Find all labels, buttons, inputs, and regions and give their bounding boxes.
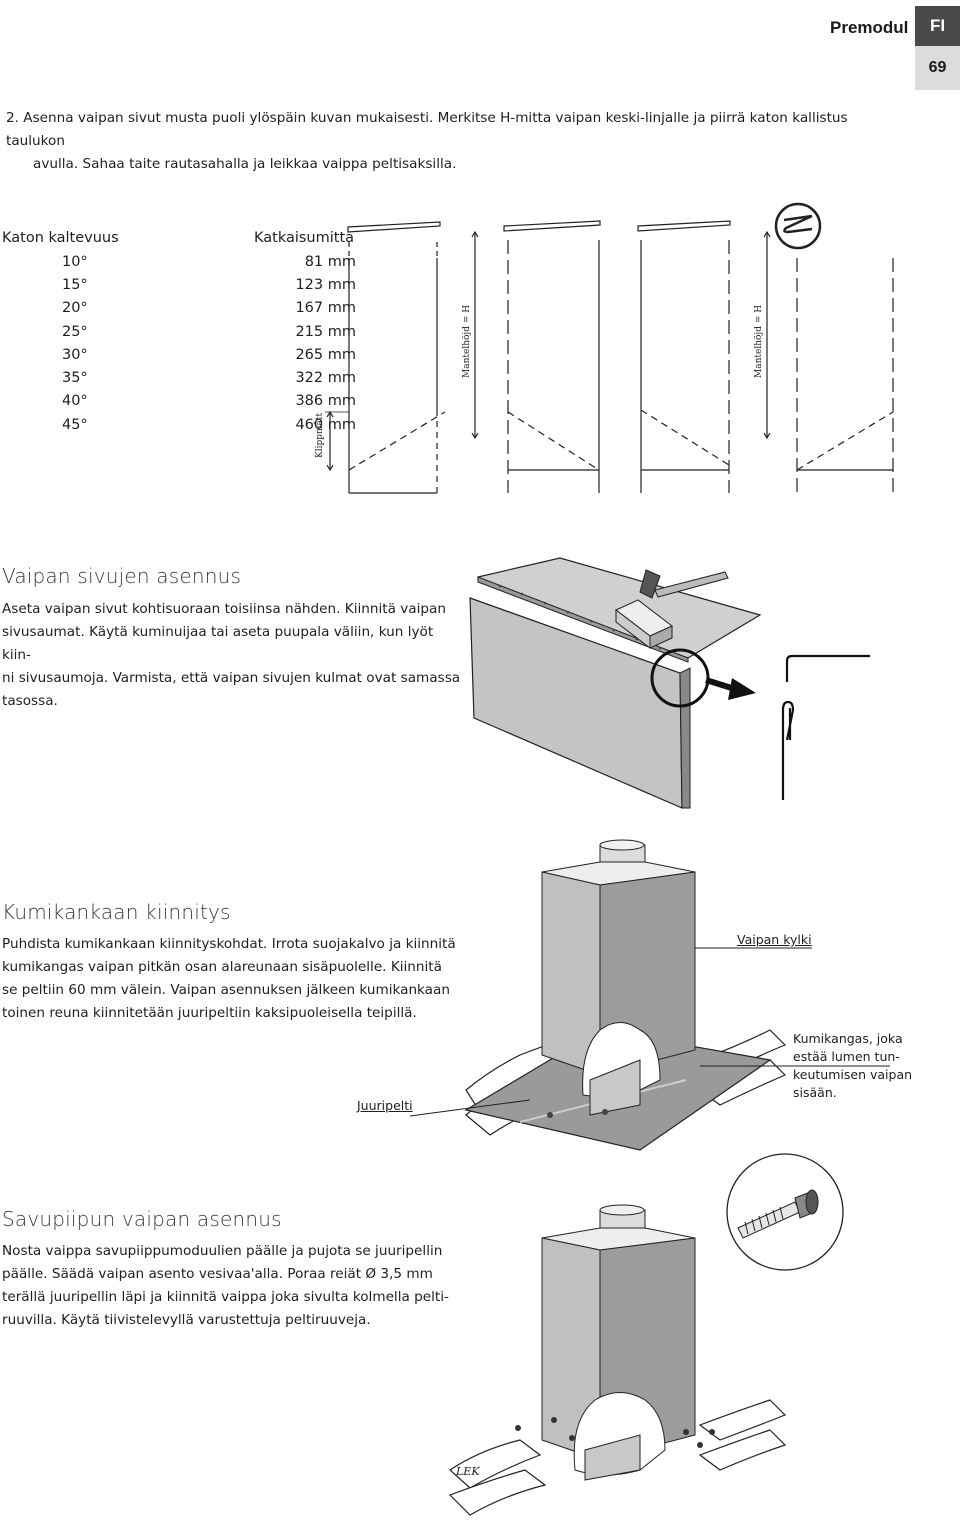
seam-joining-illustration: [469, 557, 870, 809]
section2-line: toinen reuna kiinnitetään juuripeltiin k…: [2, 1005, 417, 1021]
panel-4: [763, 230, 894, 493]
page-number: 69: [915, 46, 960, 90]
slope-value: 40°: [62, 393, 88, 410]
cut-value: 386 mm: [295, 393, 356, 410]
slope-value: 30°: [62, 346, 88, 363]
cut-value: 215 mm: [295, 323, 356, 340]
panel-3: [637, 220, 731, 493]
table-row: 15° 123 mm: [0, 273, 356, 296]
wood-block-icon: [615, 599, 673, 650]
section-title-side-assembly: Vaipan sivujen asennus: [2, 564, 242, 588]
table-header-slope: Katon kaltevuus: [2, 230, 119, 246]
section1-line: tasossa.: [2, 693, 58, 709]
table-header-cut: Katkaisumitta: [254, 230, 355, 246]
section1-text: Aseta vaipan sivut kohtisuoraan toisiins…: [2, 598, 462, 713]
section3-line: ruuvilla. Käytä tiivistelevyllä varustet…: [2, 1312, 371, 1328]
table-row: 20° 167 mm: [0, 297, 356, 320]
slope-value: 45°: [62, 416, 88, 433]
seam-detail-icon: [774, 202, 822, 250]
section-title-rubber-attach: Kumikankaan kiinnitys: [2, 900, 231, 924]
lek-label: LEK: [455, 1465, 480, 1478]
section3-line: Nosta vaippa savupiippumoduulien päälle …: [2, 1243, 443, 1259]
section1-line: Aseta vaipan sivut kohtisuoraan toisiins…: [2, 601, 446, 617]
slope-value: 25°: [62, 323, 88, 340]
callout-root-flashing: Juuripelti: [357, 1098, 413, 1113]
klippmatt-label: Klippmått: [313, 412, 325, 458]
section1-line: ni sivusaumoja. Varmista, että vaipan si…: [2, 670, 461, 686]
chimney-jacket-illustration: [409, 839, 890, 1151]
panel-1: [325, 221, 446, 494]
table-row: 10° 81 mm: [0, 250, 356, 273]
step2-line-1: 2. Asenna vaipan sivut musta puoli ylösp…: [6, 110, 848, 149]
table-row: 45° 460 mm: [0, 413, 356, 436]
cut-value: 81 mm: [304, 253, 356, 270]
screw-detail-icon: [726, 1153, 844, 1271]
hammer-icon: [639, 569, 729, 599]
callout-rubber-line: Kumikangas, joka: [793, 1031, 903, 1046]
callout-rubber-line: estää lumen tun-: [793, 1049, 900, 1064]
slope-value: 15°: [62, 276, 88, 293]
table-row: 30° 265 mm: [0, 343, 356, 366]
cut-value: 123 mm: [295, 276, 356, 293]
step2-text: 2. Asenna vaipan sivut musta puoli ylösp…: [6, 107, 906, 176]
jacket-mounting-illustration: LEK: [448, 1153, 844, 1516]
callout-rubber: Kumikangas, joka estää lumen tun- keutum…: [793, 1030, 912, 1102]
section2-line: Puhdista kumikankaan kiinnityskohdat. Ir…: [2, 936, 456, 952]
cut-value: 167 mm: [295, 300, 356, 317]
callout-rubber-line: keutumisen vaipan: [793, 1067, 913, 1082]
section1-line: sivusaumat. Käytä kuminuijaa tai aseta p…: [2, 624, 434, 663]
table-row: 35° 322 mm: [0, 366, 356, 389]
cut-value: 460 mm: [295, 416, 356, 433]
slope-value: 35°: [62, 370, 88, 387]
language-badge: FI: [915, 6, 960, 46]
cut-value: 322 mm: [295, 370, 356, 387]
slope-value: 20°: [62, 300, 88, 317]
cut-value: 265 mm: [295, 346, 356, 363]
section-title-chimney-jacket: Savupiipun vaipan asennus: [2, 1207, 282, 1231]
section3-line: päälle. Säädä vaipan asento vesivaa'alla…: [2, 1266, 433, 1282]
section2-text: Puhdista kumikankaan kiinnityskohdat. Ir…: [2, 933, 462, 1025]
sheet-cut-diagram: Klippmått Mantelhöjd = H Mantelhöjd = H: [313, 202, 894, 494]
cut-length-table: Katon kaltevuus Katkaisumitta 10° 81 mm 1…: [0, 226, 356, 436]
slope-value: 10°: [62, 253, 88, 270]
callout-rubber-line: sisään.: [793, 1085, 837, 1100]
step2-line-2: avulla. Sahaa taite rautasahalla ja leik…: [33, 156, 457, 172]
mantelhojd-label: Mantelhöjd = H: [462, 305, 472, 378]
brand-name: Premodul: [830, 18, 909, 37]
section3-line: terällä juuripellin läpi ja kiinnitä vai…: [2, 1289, 449, 1305]
table-row: 25° 215 mm: [0, 320, 356, 343]
callout-side: Vaipan kylki: [737, 932, 812, 947]
seam-profile-icon: [781, 654, 870, 800]
section3-text: Nosta vaippa savupiippumoduulien päälle …: [2, 1240, 462, 1332]
table-row: 40° 386 mm: [0, 390, 356, 413]
section2-line: se peltiin 60 mm välein. Vaipan asennuks…: [2, 982, 450, 998]
panel-2: [471, 220, 601, 493]
mantelhojd-label-2: Mantelhöjd = H: [754, 305, 764, 378]
section2-line: kumikangas vaipan pitkän osan alareunaan…: [2, 959, 442, 975]
arrow-icon: [705, 677, 756, 700]
